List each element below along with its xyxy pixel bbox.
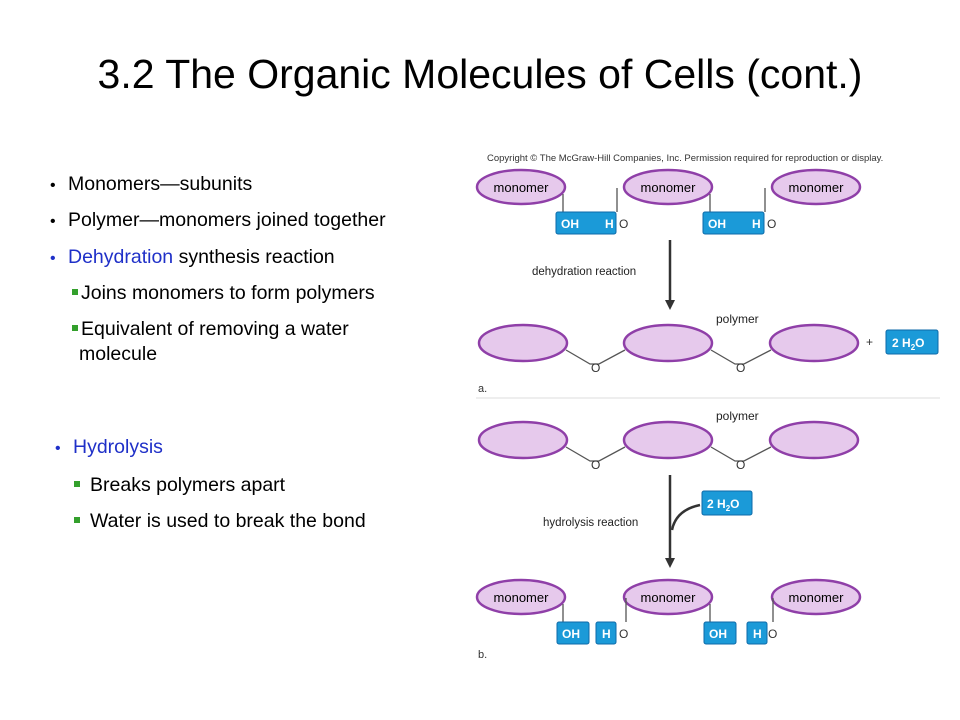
subbullet-equivalent: Equivalent of removing a water bbox=[72, 317, 349, 341]
svg-text:O: O bbox=[768, 627, 777, 641]
oh-box bbox=[703, 621, 737, 645]
svg-text:H: H bbox=[753, 627, 762, 641]
dehydration-term: Dehydration bbox=[68, 246, 174, 268]
monomer-row-bottom: monomer monomer monomer OH H O OH H O b. bbox=[475, 578, 862, 661]
curved-arrow-icon bbox=[670, 503, 701, 531]
polymer-unit-ellipse bbox=[477, 323, 569, 363]
panel-a-label: a. bbox=[478, 383, 487, 395]
h-box bbox=[595, 621, 617, 645]
subbullet-joins: Joins monomers to form polymers bbox=[72, 281, 375, 305]
subbullet-breaks: Breaks polymers apart bbox=[74, 473, 285, 497]
bullet-dot: • bbox=[50, 250, 56, 267]
svg-text:OH: OH bbox=[709, 627, 727, 641]
svg-text:O: O bbox=[767, 217, 776, 231]
svg-text:O: O bbox=[591, 458, 600, 472]
subbullet-square-icon bbox=[74, 516, 80, 523]
oh-h-box bbox=[702, 211, 765, 235]
slide-title: 3.2 The Organic Molecules of Cells (cont… bbox=[97, 51, 863, 97]
monomer-label: monomer bbox=[494, 590, 550, 605]
bullet-dot: • bbox=[55, 440, 61, 457]
oh-box bbox=[556, 621, 590, 645]
polymer-unit-ellipse bbox=[622, 323, 714, 363]
h-box bbox=[746, 621, 768, 645]
svg-text:H: H bbox=[605, 217, 614, 231]
panel-b-label: b. bbox=[478, 649, 487, 661]
monomer-label: monomer bbox=[494, 180, 550, 195]
oh-h-box bbox=[555, 211, 617, 235]
copyright-text: Copyright © The McGraw-Hill Companies, I… bbox=[487, 153, 883, 164]
bullet-dot: • bbox=[50, 177, 56, 194]
svg-text:H: H bbox=[602, 627, 611, 641]
subbullet-square-icon bbox=[72, 288, 78, 295]
polymer-row-a: polymer O O + 2 H2O a. bbox=[477, 312, 939, 395]
polymer-label: polymer bbox=[716, 312, 759, 326]
polymer-unit-ellipse bbox=[622, 420, 714, 460]
hydrolysis-reaction-label: hydrolysis reaction bbox=[543, 517, 638, 529]
svg-text:OH: OH bbox=[562, 627, 580, 641]
monomer-ellipse bbox=[475, 168, 567, 206]
polymer-unit-ellipse bbox=[768, 420, 860, 460]
svg-text:OH: OH bbox=[708, 217, 726, 231]
bullet-polymer: •Polymer—monomers joined together bbox=[50, 208, 386, 234]
monomer-label: monomer bbox=[641, 180, 697, 195]
polymer-unit-ellipse bbox=[477, 420, 569, 460]
polymer-row-b: polymer O O bbox=[477, 409, 860, 472]
water-box bbox=[885, 329, 939, 355]
water-box bbox=[701, 490, 753, 516]
monomer-ellipse bbox=[475, 578, 567, 616]
subbullet-equivalent-cont: molecule bbox=[79, 343, 158, 365]
monomer-ellipse bbox=[622, 578, 714, 616]
water-label: 2 H2O bbox=[892, 336, 924, 352]
svg-text:O: O bbox=[619, 627, 628, 641]
water-label: 2 H2O bbox=[707, 497, 739, 513]
bullet-monomers: •Monomers—subunits bbox=[50, 172, 252, 198]
svg-text:O: O bbox=[619, 217, 628, 231]
svg-text:+: + bbox=[866, 335, 873, 349]
svg-text:H: H bbox=[752, 217, 761, 231]
bullet-hydrolysis: •Hydrolysis bbox=[55, 435, 163, 461]
subbullet-square-icon bbox=[72, 324, 78, 331]
polymer-label: polymer bbox=[716, 409, 759, 423]
monomer-ellipse bbox=[622, 168, 714, 206]
bullet-dot: • bbox=[50, 213, 56, 230]
monomer-ellipse bbox=[770, 168, 862, 206]
monomer-ellipse bbox=[770, 578, 862, 616]
polymer-unit-ellipse bbox=[768, 323, 860, 363]
svg-text:O: O bbox=[736, 361, 745, 375]
svg-text:O: O bbox=[591, 361, 600, 375]
dehydration-reaction-label: dehydration reaction bbox=[532, 266, 636, 278]
monomer-row-top: monomer monomer monomer OH H O OH H O bbox=[475, 168, 862, 235]
svg-text:O: O bbox=[736, 458, 745, 472]
subbullet-square-icon bbox=[74, 480, 80, 487]
bullet-dehydration: •Dehydration synthesis reaction bbox=[50, 245, 335, 271]
monomer-label: monomer bbox=[641, 590, 697, 605]
subbullet-water: Water is used to break the bond bbox=[74, 509, 366, 533]
monomer-label: monomer bbox=[789, 590, 845, 605]
svg-text:OH: OH bbox=[561, 217, 579, 231]
monomer-label: monomer bbox=[789, 180, 845, 195]
